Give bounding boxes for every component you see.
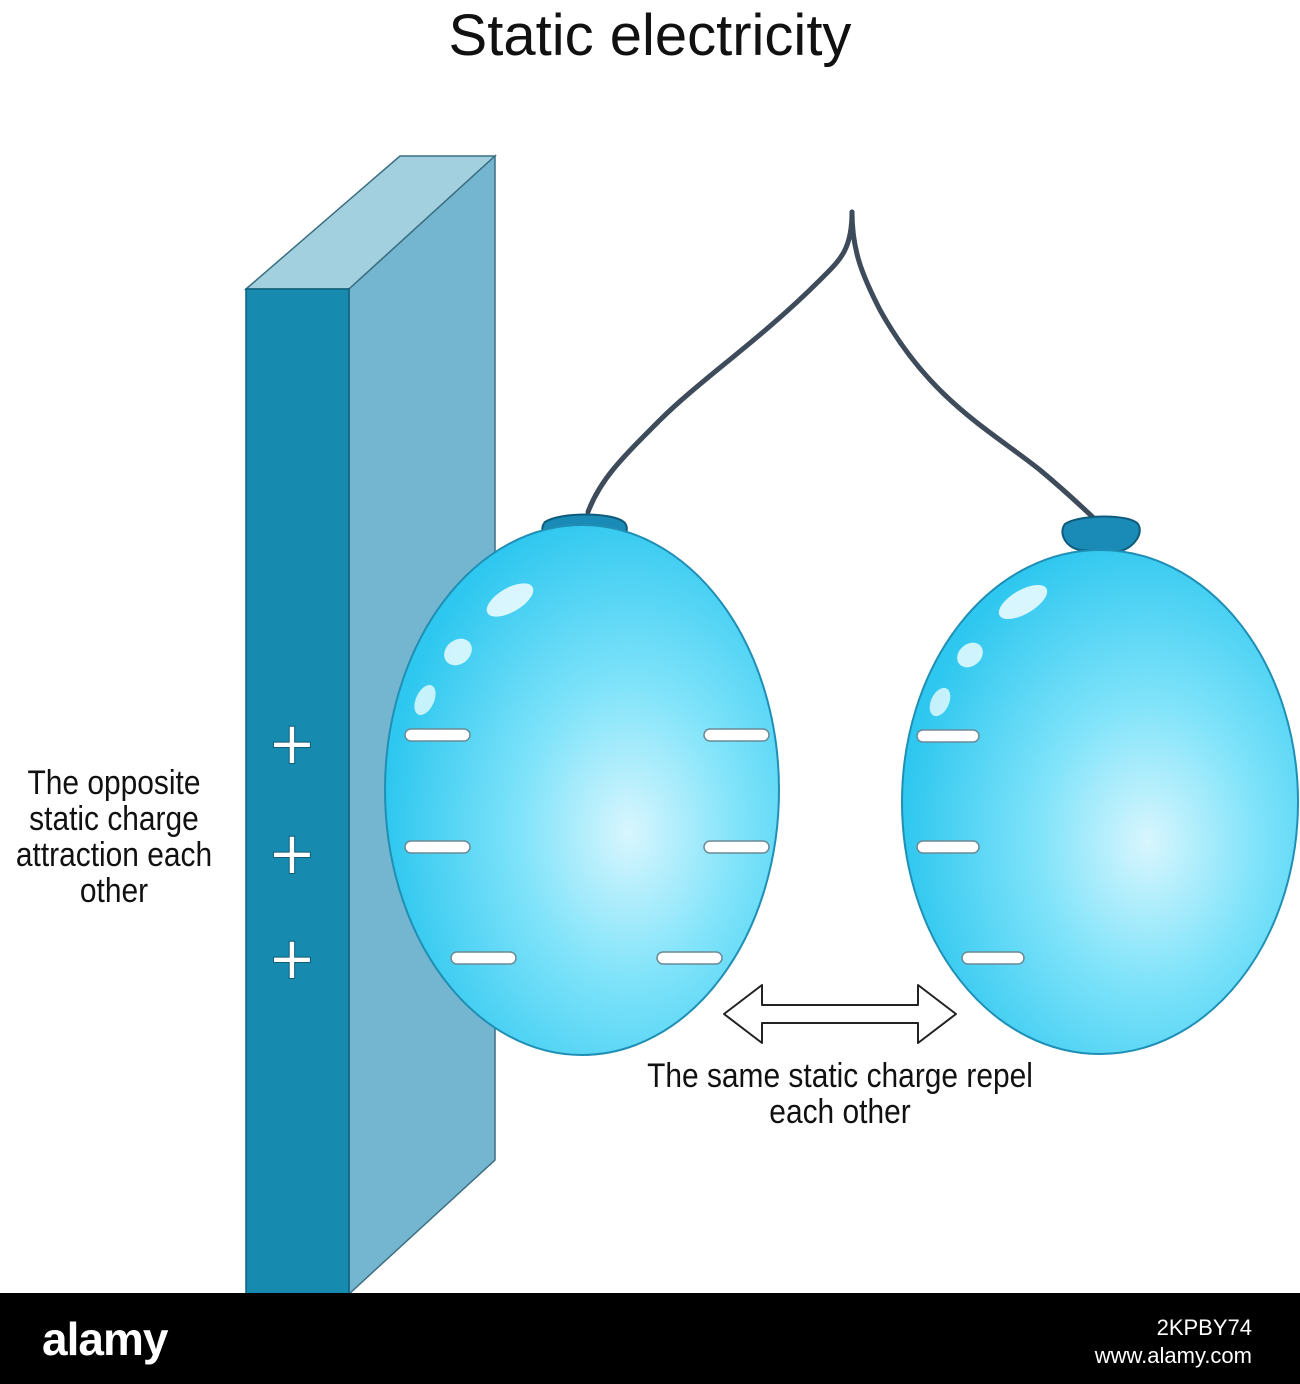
- positive-charges: + + +: [269, 702, 314, 1003]
- attraction-label: The opposite static charge attraction ea…: [15, 764, 213, 910]
- minus-sign: [656, 951, 723, 965]
- right-balloon: [901, 515, 1299, 1055]
- balloon-highlight: [444, 638, 472, 666]
- minus-sign: [404, 728, 471, 742]
- balloon-body: [384, 524, 780, 1056]
- balloon-highlight: [414, 685, 436, 715]
- balloon-strings: [585, 209, 1101, 525]
- repel-label: The same static charge repel each other: [647, 1057, 1033, 1131]
- watermark-image-id: 2KPBY74: [1156, 1315, 1252, 1340]
- minus-sign: [916, 729, 980, 743]
- plus-sign: +: [270, 917, 314, 1002]
- repel-double-arrow: [723, 984, 957, 1044]
- balloon-highlight: [486, 583, 534, 617]
- minus-sign: [961, 951, 1025, 965]
- watermark-brand: alamy: [42, 1313, 168, 1365]
- left-string: [585, 209, 855, 515]
- watermark-footer: [0, 1293, 1300, 1384]
- balloon-highlight: [929, 687, 951, 717]
- plus-sign: +: [270, 702, 314, 787]
- minus-sign: [404, 840, 471, 854]
- balloon-knot: [1061, 515, 1141, 553]
- left-balloon: [384, 513, 780, 1056]
- page-title: Static electricity: [448, 3, 852, 68]
- minus-sign: [450, 951, 517, 965]
- minus-sign: [703, 840, 770, 854]
- balloon-highlight: [957, 642, 983, 668]
- balloon-highlight: [998, 584, 1048, 620]
- wall-front-face: [245, 288, 350, 1295]
- minus-sign: [703, 728, 770, 742]
- right-string: [849, 209, 1101, 525]
- minus-sign: [916, 840, 980, 854]
- watermark-url: www.alamy.com: [1094, 1343, 1252, 1368]
- plus-sign: +: [270, 812, 314, 897]
- balloon-body: [901, 549, 1299, 1055]
